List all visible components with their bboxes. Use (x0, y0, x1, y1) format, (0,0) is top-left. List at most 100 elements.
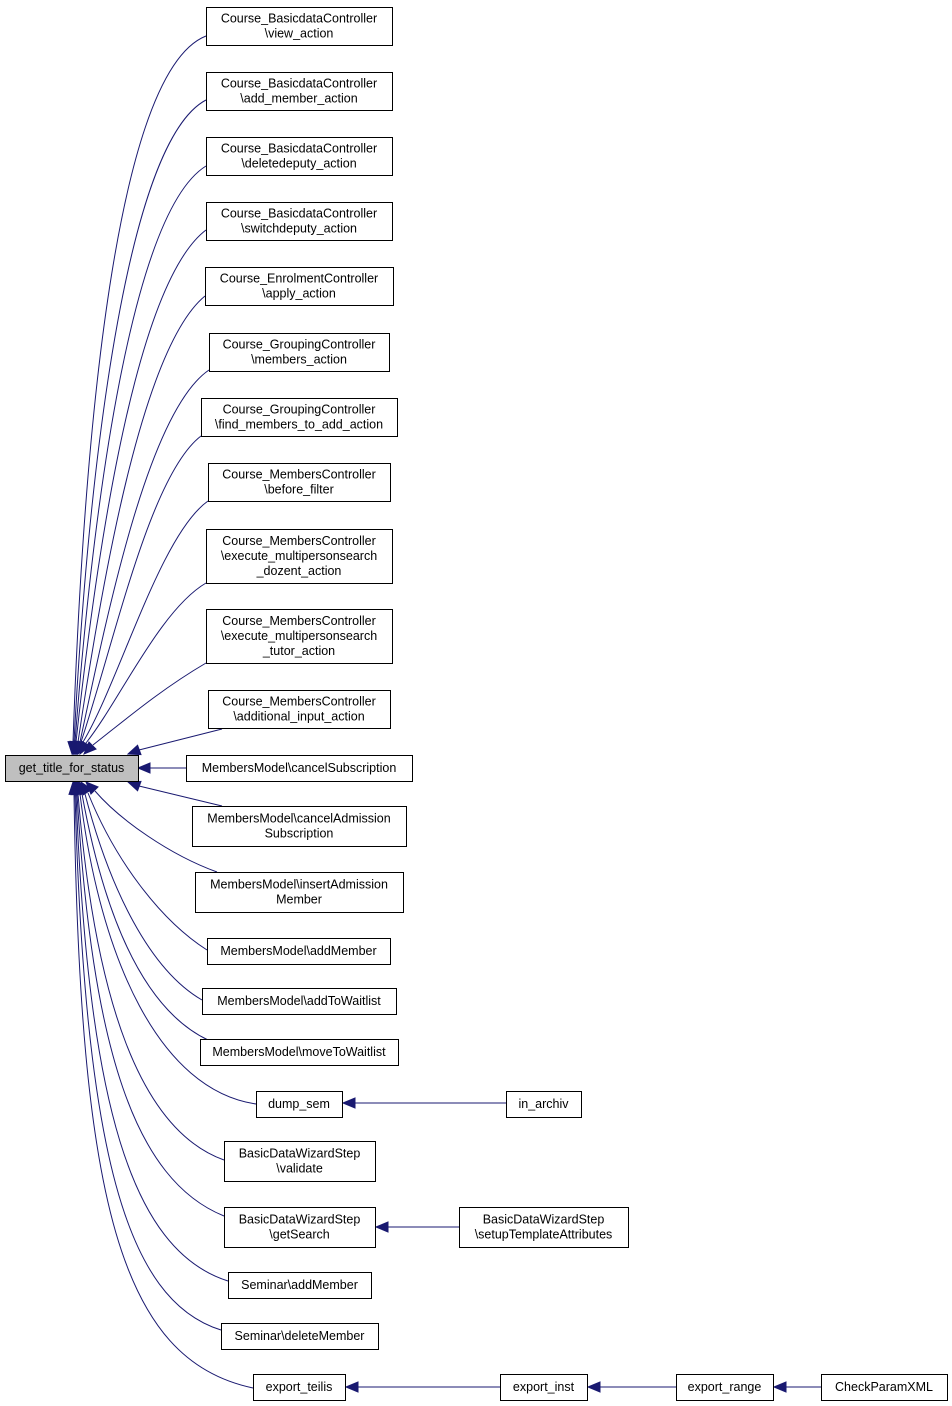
edge-line (74, 793, 222, 1331)
node-box (206, 529, 393, 584)
caller-node[interactable]: Course_MembersController\before_filter (208, 463, 391, 502)
edge-line (138, 728, 223, 751)
caller-node[interactable]: MembersModel\cancelSubscription (186, 755, 413, 782)
edge-n17-to-root (76, 780, 209, 1041)
edge-line (72, 35, 207, 743)
root-node[interactable]: get_title_for_status (5, 755, 139, 782)
edge-arrowhead (126, 744, 142, 756)
edge-n9-to-root (79, 582, 207, 756)
node-label: \apply_action (262, 287, 336, 301)
edge-line (138, 785, 223, 807)
caller-node[interactable]: dump_sem (256, 1091, 343, 1118)
caller-node[interactable]: export_inst (500, 1374, 588, 1401)
caller-node[interactable]: Seminar\deleteMember (221, 1323, 379, 1350)
edge-arrowhead (136, 762, 151, 774)
edge-line (87, 792, 208, 951)
node-label: \switchdeputy_action (241, 222, 357, 236)
node-label: \members_action (251, 353, 347, 367)
caller-node[interactable]: Course_BasicdataController\deletedeputy_… (206, 137, 393, 176)
node-box (208, 463, 391, 502)
node-box (206, 7, 393, 46)
node-label: get_title_for_status (19, 761, 125, 775)
edge-line (94, 790, 218, 873)
node-label: Seminar\deleteMember (235, 1329, 365, 1343)
edge-n13-to-root (126, 780, 223, 807)
node-label: \add_member_action (240, 92, 357, 106)
node-box (207, 938, 391, 965)
caller-node[interactable]: Course_MembersController\additional_inpu… (208, 690, 391, 729)
node-label: Course_BasicdataController (221, 77, 377, 91)
node-box (228, 1272, 372, 1299)
edge-line (75, 229, 207, 743)
edge-n26-to-n25 (344, 1381, 500, 1393)
edge-arrowhead (68, 780, 80, 795)
node-label: \deletedeputy_action (241, 157, 356, 171)
caller-node[interactable]: Course_MembersController\execute_multipe… (206, 609, 393, 664)
caller-node[interactable]: CheckParamXML (821, 1374, 948, 1401)
node-label: in_archiv (518, 1097, 569, 1111)
caller-node[interactable]: BasicDataWizardStep\getSearch (224, 1207, 376, 1248)
node-label: _tutor_action (262, 644, 335, 658)
node-box (201, 398, 398, 437)
node-box (186, 755, 413, 782)
node-label: export_teilis (266, 1380, 333, 1394)
node-label: MembersModel\cancelSubscription (202, 761, 397, 775)
node-label: CheckParamXML (835, 1380, 933, 1394)
node-label: export_inst (513, 1380, 575, 1394)
edge-arrowhead (772, 1381, 787, 1393)
node-label: BasicDataWizardStep (239, 1213, 361, 1227)
edge-arrowhead (374, 1221, 389, 1233)
node-box (500, 1374, 588, 1401)
edge-line (79, 793, 257, 1105)
edge-arrowhead (344, 1381, 359, 1393)
caller-node[interactable]: MembersModel\moveToWaitlist (200, 1039, 399, 1066)
node-box (202, 988, 397, 1015)
edge-line (80, 435, 202, 743)
caller-node[interactable]: Course_EnrolmentController\apply_action (205, 267, 394, 306)
node-label: MembersModel\addMember (220, 944, 376, 958)
caller-node[interactable]: Course_GroupingController\find_members_t… (201, 398, 398, 437)
nodes-layer: get_title_for_status Course_BasicdataCont… (5, 7, 948, 1401)
node-label: \before_filter (264, 483, 333, 497)
caller-node[interactable]: export_range (676, 1374, 774, 1401)
node-label: MembersModel\insertAdmission (210, 878, 388, 892)
edge-line (76, 793, 225, 1217)
caller-node[interactable]: MembersModel\addToWaitlist (202, 988, 397, 1015)
node-box (676, 1374, 774, 1401)
node-label: Course_BasicdataController (221, 142, 377, 156)
node-label: BasicDataWizardStep (483, 1213, 605, 1227)
edge-line (81, 793, 209, 1041)
caller-node[interactable]: Seminar\addMember (228, 1272, 372, 1299)
edges-layer (67, 35, 821, 1393)
caller-node[interactable]: Course_GroupingController\members_action (209, 333, 390, 372)
node-label: Course_EnrolmentController (220, 272, 378, 286)
caller-node[interactable]: Course_BasicdataController\switchdeputy_… (206, 202, 393, 241)
node-box (206, 609, 393, 664)
caller-node[interactable]: Course_BasicdataController\add_member_ac… (206, 72, 393, 111)
edge-n11-to-root (126, 728, 223, 756)
edge-line (73, 793, 254, 1389)
node-label: \view_action (265, 27, 334, 41)
node-box (200, 1039, 399, 1066)
node-label: \getSearch (269, 1228, 330, 1242)
caller-node[interactable]: BasicDataWizardStep\validate (224, 1141, 376, 1182)
edge-n8-to-root (77, 500, 209, 756)
caller-node[interactable]: in_archiv (506, 1091, 582, 1118)
caller-node[interactable]: MembersModel\addMember (207, 938, 391, 965)
node-box (459, 1207, 629, 1248)
edge-arrowhead (126, 780, 142, 792)
caller-node[interactable]: Course_BasicdataController\view_action (206, 7, 393, 46)
edge-line (79, 369, 210, 743)
edge-line (74, 165, 207, 743)
caller-node[interactable]: Course_MembersController\execute_multipe… (206, 529, 393, 584)
edge-line (92, 662, 207, 746)
edge-line (77, 295, 206, 743)
caller-node[interactable]: export_teilis (253, 1374, 346, 1401)
caller-node[interactable]: BasicDataWizardStep\setupTemplateAttribu… (459, 1207, 629, 1248)
node-label: \find_members_to_add_action (215, 418, 383, 432)
edge-arrowhead (341, 1097, 356, 1109)
edge-line (77, 793, 225, 1161)
